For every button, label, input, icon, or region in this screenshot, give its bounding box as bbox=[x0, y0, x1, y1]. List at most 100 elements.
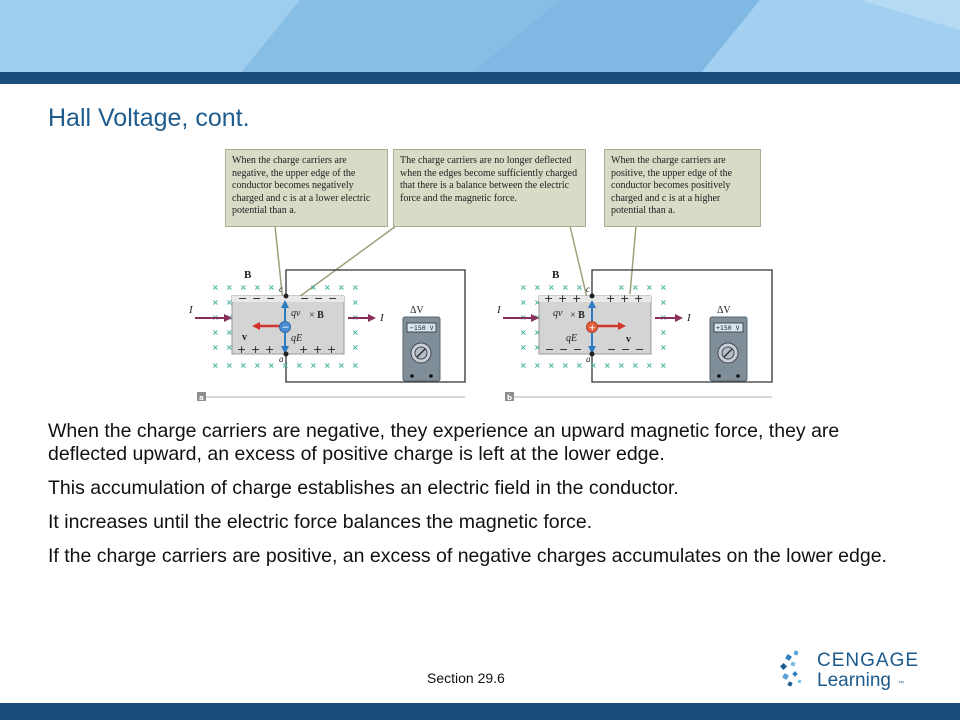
field-x-mark: × bbox=[268, 361, 275, 370]
field-x-mark: × bbox=[660, 328, 667, 337]
field-x-mark: × bbox=[352, 298, 359, 307]
section-label: Section 29.6 bbox=[427, 670, 505, 686]
svg-text:+: + bbox=[606, 292, 615, 305]
header-banner bbox=[0, 0, 960, 84]
field-x-mark: × bbox=[604, 361, 611, 370]
panel-a-magnetic-force: qv bbox=[291, 308, 301, 319]
panel-b-current-left: I bbox=[496, 304, 502, 316]
svg-text:+: + bbox=[313, 343, 322, 356]
paragraph-2: This accumulation of charge establishes … bbox=[48, 477, 679, 499]
svg-text:−: − bbox=[635, 343, 644, 356]
field-x-mark: × bbox=[254, 283, 261, 292]
panel-b-point-c: c bbox=[586, 284, 590, 294]
svg-text:−: − bbox=[266, 292, 275, 305]
panel-b-meter-reading: +150 V bbox=[716, 324, 740, 332]
svg-text:−: − bbox=[252, 292, 261, 305]
logo-trademark: ™ bbox=[898, 681, 904, 687]
panel-a-meter-label: ΔV bbox=[410, 305, 424, 316]
svg-text:−: − bbox=[621, 343, 630, 356]
field-x-mark: × bbox=[618, 361, 625, 370]
field-x-mark: × bbox=[576, 283, 583, 292]
svg-text:× B: × B bbox=[309, 310, 324, 321]
field-x-mark: × bbox=[310, 283, 317, 292]
field-x-mark: × bbox=[212, 298, 219, 307]
field-x-mark: × bbox=[240, 283, 247, 292]
panel-a-velocity: v bbox=[242, 332, 247, 343]
field-x-mark: × bbox=[576, 361, 583, 370]
panel-b-meter-label: ΔV bbox=[717, 305, 731, 316]
field-x-mark: × bbox=[660, 298, 667, 307]
panel-a-point-c: c bbox=[279, 284, 283, 294]
field-x-mark: × bbox=[548, 361, 555, 370]
panel-b-velocity: v bbox=[626, 334, 631, 345]
svg-text:−: − bbox=[300, 292, 309, 305]
svg-text:+: + bbox=[237, 343, 246, 356]
field-x-mark: × bbox=[268, 283, 275, 292]
field-x-mark: × bbox=[562, 361, 569, 370]
logo-word-learning: Learning bbox=[817, 670, 891, 691]
svg-text:−: − bbox=[282, 323, 290, 333]
field-x-mark: × bbox=[240, 361, 247, 370]
field-x-mark: × bbox=[534, 328, 541, 337]
field-x-mark: × bbox=[254, 361, 261, 370]
svg-text:+: + bbox=[251, 343, 260, 356]
field-x-mark: × bbox=[352, 361, 359, 370]
svg-text:+: + bbox=[558, 292, 567, 305]
callout-positive-carriers: When the charge carriers are positive, t… bbox=[604, 149, 761, 227]
field-x-mark: × bbox=[352, 283, 359, 292]
field-x-mark: × bbox=[212, 343, 219, 352]
field-x-mark: × bbox=[534, 283, 541, 292]
field-x-mark: × bbox=[296, 361, 303, 370]
field-x-mark: × bbox=[352, 343, 359, 352]
panel-b-field-label: B bbox=[552, 269, 560, 281]
paragraph-1: When the charge carriers are negative, t… bbox=[48, 420, 840, 465]
cengage-logo: CENGAGE Learning ™ bbox=[780, 650, 930, 694]
panel-b-magnetic-force: qv bbox=[553, 308, 563, 319]
field-x-mark: × bbox=[534, 298, 541, 307]
field-x-mark: × bbox=[226, 361, 233, 370]
svg-text:+: + bbox=[634, 292, 643, 305]
panel-a-current-left: I bbox=[188, 304, 194, 316]
slide-title: Hall Voltage, cont. bbox=[48, 104, 250, 132]
svg-text:−: − bbox=[545, 343, 554, 356]
svg-text:−: − bbox=[328, 292, 337, 305]
logo-word-cengage: CENGAGE bbox=[817, 650, 920, 671]
svg-text:+: + bbox=[572, 292, 581, 305]
svg-text:× B: × B bbox=[570, 310, 585, 321]
field-x-mark: × bbox=[226, 283, 233, 292]
field-x-mark: × bbox=[352, 328, 359, 337]
panel-b: ×××××××××××××××××××××××××××××××× +++ +++… bbox=[496, 269, 773, 402]
panel-b-current-right: I bbox=[686, 312, 692, 324]
panel-a-electric-force: qE bbox=[291, 333, 302, 344]
field-x-mark: × bbox=[562, 283, 569, 292]
field-x-mark: × bbox=[282, 361, 289, 370]
field-x-mark: × bbox=[520, 298, 527, 307]
panel-a-current-right: I bbox=[379, 312, 385, 324]
field-x-mark: × bbox=[212, 361, 219, 370]
field-x-mark: × bbox=[520, 283, 527, 292]
paragraph-3: It increases until the electric force ba… bbox=[48, 511, 593, 533]
field-x-mark: × bbox=[534, 361, 541, 370]
field-x-mark: × bbox=[660, 283, 667, 292]
panel-a-meter-reading: −150 V bbox=[410, 324, 434, 332]
panel-b-electric-force: qE bbox=[566, 333, 577, 344]
field-x-mark: × bbox=[338, 283, 345, 292]
callout-negative-carriers: When the charge carriers are negative, t… bbox=[225, 149, 388, 227]
svg-text:+: + bbox=[327, 343, 336, 356]
field-x-mark: × bbox=[212, 283, 219, 292]
svg-text:−: − bbox=[573, 343, 582, 356]
panel-a-point-a: a bbox=[279, 354, 284, 364]
svg-text:+: + bbox=[620, 292, 629, 305]
field-x-mark: × bbox=[590, 361, 597, 370]
svg-text:+: + bbox=[299, 343, 308, 356]
field-x-mark: × bbox=[632, 283, 639, 292]
field-x-mark: × bbox=[618, 283, 625, 292]
field-x-mark: × bbox=[226, 343, 233, 352]
svg-text:−: − bbox=[559, 343, 568, 356]
svg-text:−: − bbox=[238, 292, 247, 305]
field-x-mark: × bbox=[632, 361, 639, 370]
body-text: When the charge carriers are negative, t… bbox=[48, 420, 908, 579]
field-x-mark: × bbox=[324, 361, 331, 370]
panel-a: ×××××××××××××××××××××××××××××××× −−− −−−… bbox=[188, 269, 466, 402]
field-x-mark: × bbox=[520, 361, 527, 370]
